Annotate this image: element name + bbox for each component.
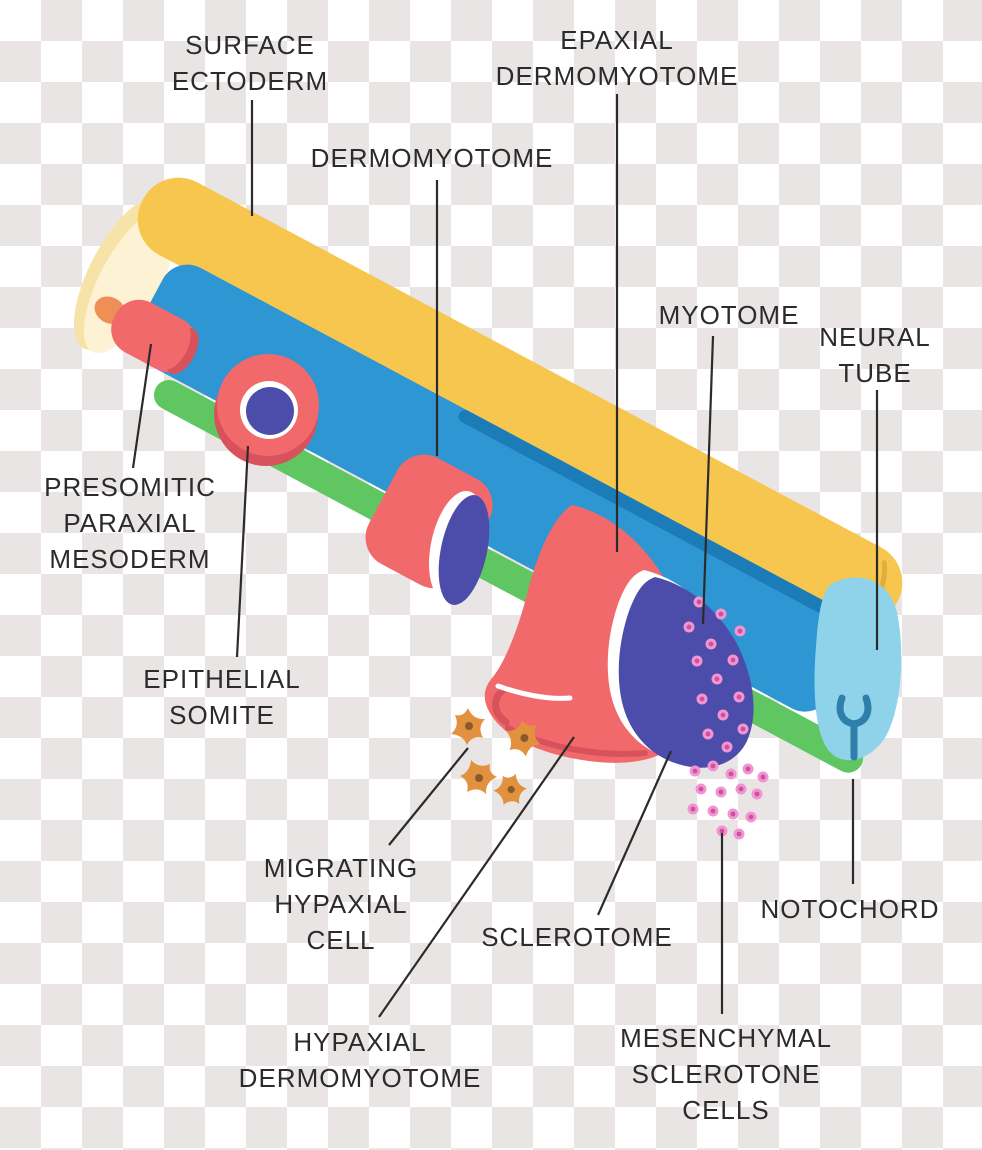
mesenchymal-sclerotone-cells-group [687, 760, 769, 840]
mesenchymal-cell [733, 828, 745, 840]
ectoderm-shadow-stripe [458, 409, 862, 632]
hypaxial-lip-curl [492, 687, 510, 726]
somite-core [246, 387, 294, 435]
mesenchymal-cell [705, 638, 717, 650]
migrating-cell [490, 768, 531, 811]
epithelial-somite-shape [214, 354, 319, 466]
mesenchymal-cell [696, 693, 708, 705]
hypaxial-fold-highlight [495, 683, 573, 701]
migrating-cell [451, 708, 485, 745]
neural-canal-shape [836, 694, 872, 761]
leader-hypaxial-dermomyotome [378, 736, 575, 1018]
label-myotome: MYOTOME [658, 300, 800, 330]
label-mesenchymal-sclerotone-cells: MESENCHYMAL SCLEROTONE CELLS [620, 1023, 832, 1125]
label-hypaxial-dermomyotome: HYPAXIAL DERMOMYOTOME [238, 1027, 482, 1093]
mesenchymal-cell [717, 709, 729, 721]
label-presomitic-mesoderm: PRESOMITIC PARAXIAL MESODERM [44, 472, 216, 574]
mesenchymal-cell [695, 783, 707, 795]
leader-lines [131, 94, 879, 1018]
mesenchymal-cell [737, 723, 749, 735]
mesenchymal-cell [689, 765, 701, 777]
mesenchymal-cell [727, 808, 739, 820]
mesenchymal-cell [721, 741, 733, 753]
mesenchymal-cell [757, 771, 769, 783]
mesenchymal-cell [734, 625, 746, 637]
epaxial-somite-shape [484, 505, 754, 768]
migrating-cell [460, 760, 497, 794]
mesenchymal-cell [683, 621, 695, 633]
leader-sclerotome [596, 750, 673, 916]
mesenchymal-cell [735, 783, 747, 795]
label-sclerotome: SCLEROTOME [481, 922, 673, 952]
neural-tube-shape [814, 577, 902, 761]
sclerotome-shape [618, 577, 754, 768]
dermomyotome-somite-opening [429, 490, 490, 605]
mesenchymal-cell [715, 786, 727, 798]
presomitic-cut-face [157, 323, 191, 370]
dermomyotome-core [438, 495, 490, 605]
mesenchymal-cell [742, 763, 754, 775]
mesenchymal-cell [687, 803, 699, 815]
leader-myotome [701, 335, 715, 625]
leader-epithelial-somite [235, 445, 250, 658]
leader-presomitic-mesoderm [131, 343, 153, 469]
mesenchymal-cell [727, 654, 739, 666]
leader-migrating-hypaxial-cell [388, 747, 469, 846]
label-dermomyotome: DERMOMYOTOME [310, 143, 554, 173]
label-migrating-hypaxial-cell: MIGRATING HYPAXIAL CELL [263, 853, 419, 955]
label-epaxial-dermomyotome: EPAXIAL DERMOMYOTOME [495, 25, 739, 91]
label-notochord: NOTOCHORD [760, 894, 940, 924]
label-epithelial-somite: EPITHELIAL SOMITE [143, 664, 301, 730]
mesenchymal-cell [707, 805, 719, 817]
neural-tube-cross-section [814, 577, 902, 761]
surface-ectoderm-shape [137, 177, 903, 625]
mesenchymal-cell [691, 655, 703, 667]
mesenchymal-cell [702, 728, 714, 740]
mesenchymal-cell [733, 691, 745, 703]
mesenchymal-cell [707, 760, 719, 772]
label-neural-tube: NEURAL TUBE [819, 322, 931, 388]
label-surface-ectoderm: SURFACE ECTODERM [171, 30, 329, 96]
mesenchymal-cell [715, 608, 727, 620]
mesenchymal-cell [725, 768, 737, 780]
mesenchymal-cell [711, 673, 723, 685]
mesenchymal-cell [745, 811, 757, 823]
mesenchymal-cell [751, 788, 763, 800]
